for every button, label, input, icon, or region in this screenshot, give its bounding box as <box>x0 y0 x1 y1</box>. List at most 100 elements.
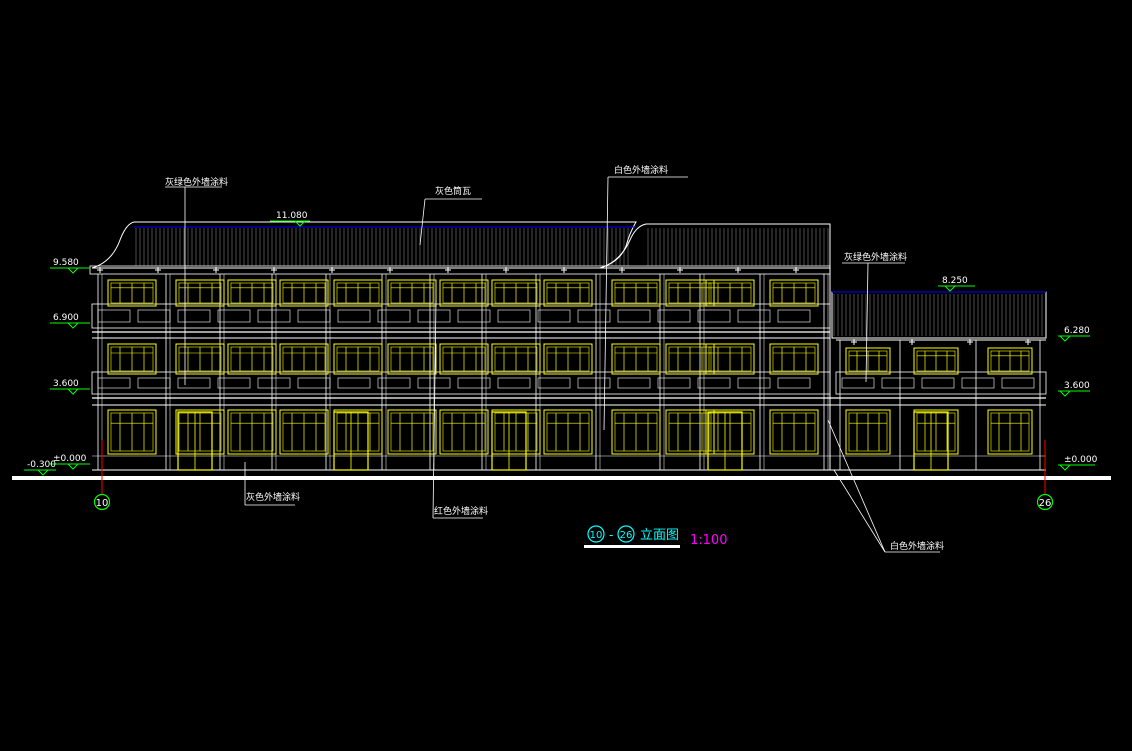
eave-ornament <box>677 267 683 273</box>
right-roof-outline <box>599 223 831 269</box>
window-frame <box>227 409 277 455</box>
eave-ornament <box>213 267 219 273</box>
elev-text-ground-left: ±0.000 <box>53 454 87 464</box>
window-frame <box>769 409 819 455</box>
eave-ornament <box>387 267 393 273</box>
balcony-band <box>91 303 831 329</box>
balcony-panel <box>257 309 291 323</box>
ground-line <box>12 476 1111 480</box>
callout-text-top-right: 白色外墙涂料 <box>614 164 668 176</box>
balcony-panel <box>497 309 531 323</box>
title-axis-bubble-start <box>587 525 605 543</box>
window-frame <box>175 409 225 455</box>
drawing-scale: 1:100 <box>690 533 727 548</box>
balcony-panel <box>217 377 251 389</box>
balcony-panel <box>777 309 811 323</box>
elev-text-floor3: 6.900 <box>53 313 79 323</box>
balcony-panel <box>697 309 731 323</box>
balcony-panel <box>777 377 811 389</box>
balcony-panel <box>377 377 411 389</box>
eave-ornament <box>329 267 335 273</box>
window-frame <box>913 347 959 375</box>
balcony-panel <box>297 309 331 323</box>
eave-ornament <box>445 267 451 273</box>
balcony-panel <box>657 377 691 389</box>
balcony-panel <box>617 377 651 389</box>
balcony-panel <box>457 377 491 389</box>
callout-right-annex: 灰绿色外墙涂料 <box>842 251 907 383</box>
window-frame <box>491 279 541 307</box>
balcony-panel <box>377 309 411 323</box>
balcony-panel <box>537 377 571 389</box>
callout-text-top-left: 灰绿色外墙涂料 <box>165 176 228 188</box>
eave-ornament <box>851 339 857 345</box>
balcony-panel <box>577 377 611 389</box>
balcony-band <box>91 371 831 395</box>
callout-text-bottom-right: 白色外墙涂料 <box>890 540 944 552</box>
elevation-mark-eave: 9.580 <box>50 258 90 274</box>
balcony-band <box>835 371 1047 395</box>
window-frame <box>543 279 593 307</box>
drawing-title: 立面图 <box>640 528 679 543</box>
balcony-panel <box>697 377 731 389</box>
balcony-panel <box>217 309 251 323</box>
main-eave-band <box>89 265 831 275</box>
window-frame <box>769 279 819 307</box>
axis-label-start: 10 <box>96 498 109 509</box>
callout-bottom-left: 灰色外墙涂料 <box>244 462 300 506</box>
balcony-panel <box>921 377 955 389</box>
window-frame <box>333 343 383 375</box>
elevation-mark-annex-floor2: 3.600 <box>1058 381 1090 397</box>
balcony-panel <box>657 309 691 323</box>
balcony-panel <box>97 377 131 389</box>
elev-text-roof-ridge: 11.080 <box>276 211 308 221</box>
window-frame <box>543 409 593 455</box>
window-frame <box>705 343 755 375</box>
window-frame <box>665 279 715 307</box>
balcony-panel <box>177 309 211 323</box>
callout-text-bottom-left: 灰色外墙涂料 <box>246 491 300 503</box>
elev-text-ground-right: ±0.000 <box>1064 455 1098 465</box>
elevation-mark-roof-ridge: 11.080 <box>270 211 310 227</box>
elev-text-annex-floor2: 3.600 <box>1064 381 1090 391</box>
window-frame <box>845 347 891 375</box>
elevation-mark-floor3: 6.900 <box>50 313 90 329</box>
balcony-panel <box>617 309 651 323</box>
window-frame <box>107 279 157 307</box>
balcony-panel <box>1001 377 1035 389</box>
callout-text-top-center: 灰色筒瓦 <box>435 185 471 197</box>
elev-text-floor2: 3.600 <box>53 379 79 389</box>
window-frame <box>333 279 383 307</box>
window-frame <box>175 343 225 375</box>
eave-ornament <box>97 267 103 273</box>
eave-ornament <box>909 339 915 345</box>
window-frame <box>279 343 329 375</box>
callout-text-right-annex: 灰绿色外墙涂料 <box>844 251 907 263</box>
window-frame <box>987 347 1033 375</box>
window-frame <box>279 409 329 455</box>
title-axis-start: 10 <box>590 530 603 541</box>
balcony-panel <box>297 377 331 389</box>
window-frame <box>439 343 489 375</box>
window-frame <box>491 343 541 375</box>
window-frame <box>107 343 157 375</box>
elevation-mark-floor2: 3.600 <box>50 379 90 395</box>
window-frame <box>845 409 891 455</box>
window-frame <box>439 409 489 455</box>
balcony-panel <box>137 309 171 323</box>
window-frame <box>279 279 329 307</box>
window-frame <box>107 409 157 455</box>
elevation-mark-ground-left: ±0.000 <box>50 454 90 470</box>
window-frame <box>387 343 437 375</box>
balcony-panel <box>257 377 291 389</box>
callout-top-left: 灰绿色外墙涂料 <box>165 176 228 385</box>
balcony-panel <box>537 309 571 323</box>
axis-bubble-start <box>93 493 111 511</box>
elev-text-base: -0.300 <box>27 460 56 470</box>
balcony-panel <box>737 309 771 323</box>
window-frame <box>175 279 225 307</box>
title-underline <box>584 545 680 548</box>
balcony-panel <box>841 377 875 389</box>
callout-top-right: 白色外墙涂料 <box>603 164 688 431</box>
